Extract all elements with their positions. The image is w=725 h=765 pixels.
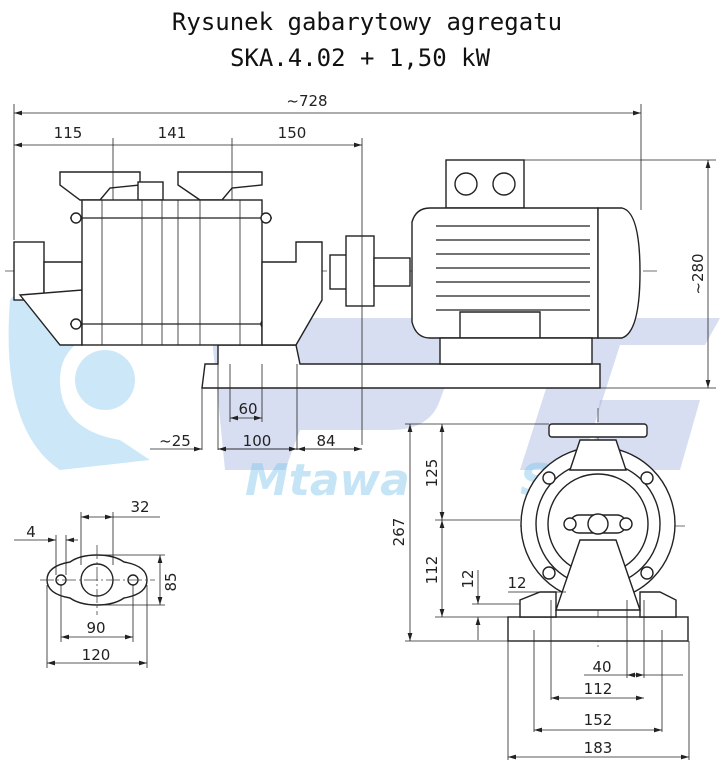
dim-overall-length: ~728 — [286, 92, 327, 110]
dim-flange-height: 85 — [162, 572, 180, 591]
dim-segment-3: 150 — [278, 124, 307, 142]
dim-foot-gap: 12 — [507, 574, 526, 592]
dim-foot-offset: ~25 — [159, 432, 191, 450]
dim-flange-width: 120 — [82, 646, 111, 664]
drawing-subtitle: SKA.4.02 + 1,50 kW — [230, 44, 491, 72]
dim-foot-thickness: 12 — [459, 569, 477, 588]
dim-hole-offset: 4 — [26, 523, 36, 541]
dim-base-width: 183 — [584, 739, 613, 757]
svg-text:Mtawa: Mtawa — [245, 455, 410, 506]
side-view-dimensions: ~728 115 141 150 ~280 60 ~25 100 84 — [13, 92, 716, 452]
dim-segment-2: 141 — [158, 124, 187, 142]
front-view-dimensions: 267 125 112 12 12 40 112 152 183 — [390, 423, 690, 760]
dim-height: ~280 — [689, 253, 707, 294]
dim-foot-spacing: 100 — [243, 432, 272, 450]
dim-slot-width: 40 — [592, 658, 611, 676]
dim-foot-span: 152 — [584, 711, 613, 729]
dim-hole-spacing: 112 — [584, 680, 613, 698]
dim-total-height: 267 — [390, 518, 408, 547]
dim-shaft-height: 112 — [423, 556, 441, 585]
dim-foot-width: 60 — [238, 400, 257, 418]
dim-segment-1: 115 — [54, 124, 83, 142]
dim-upper-height: 125 — [423, 459, 441, 488]
pump-side-view — [5, 159, 660, 389]
drawing-title: Rysunek gabarytowy agregatu — [172, 8, 562, 36]
dim-flange-hole-spacing: 90 — [86, 619, 105, 637]
dim-bore: 32 — [130, 498, 149, 516]
flange-view: 4 32 85 90 120 — [14, 498, 180, 668]
pump-front-view — [507, 408, 689, 650]
dim-coupling-offset: 84 — [316, 432, 335, 450]
